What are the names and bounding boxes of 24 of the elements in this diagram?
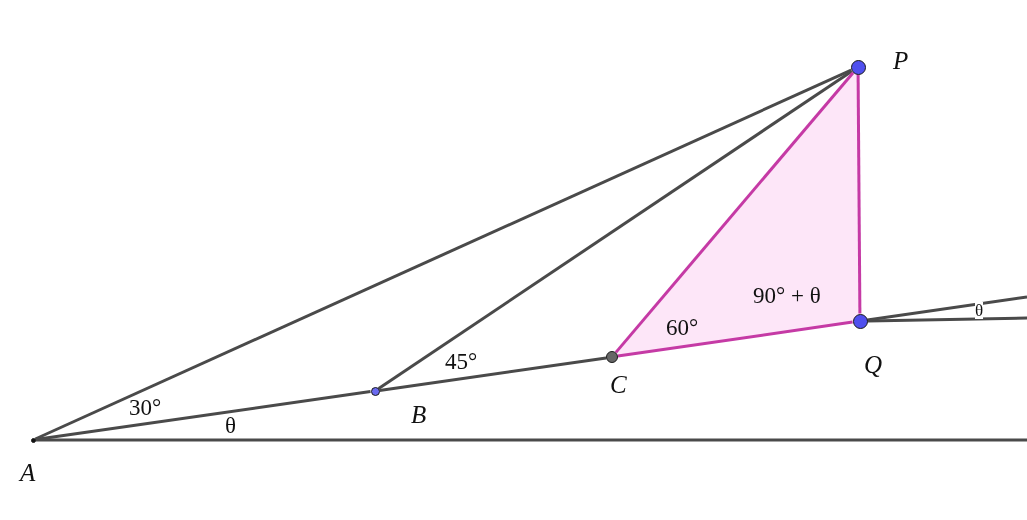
line-segment — [856, 74, 862, 314]
line-segment — [867, 316, 1027, 323]
point-marker — [850, 59, 866, 75]
line-segment — [377, 69, 853, 390]
point-marker — [606, 351, 618, 363]
line-segment — [617, 320, 853, 358]
angle-label: 90° + θ — [753, 284, 821, 307]
line-segment — [379, 356, 607, 392]
angle-label: 60° — [666, 316, 699, 339]
line-segment — [34, 68, 852, 441]
point-label: Q — [864, 352, 883, 377]
angle-label: 45° — [445, 350, 478, 373]
point-marker — [370, 386, 380, 396]
point-label: P — [893, 48, 909, 73]
angle-label: θ — [975, 302, 984, 319]
point-marker — [30, 437, 36, 443]
point-label: C — [610, 372, 627, 397]
angle-label: θ — [225, 414, 237, 437]
angle-label: 30° — [129, 396, 162, 419]
line-segment — [35, 390, 371, 442]
point-label: B — [411, 402, 427, 427]
line-segment — [35, 438, 1027, 442]
point-label: A — [20, 460, 36, 485]
line-segment — [867, 295, 1027, 322]
